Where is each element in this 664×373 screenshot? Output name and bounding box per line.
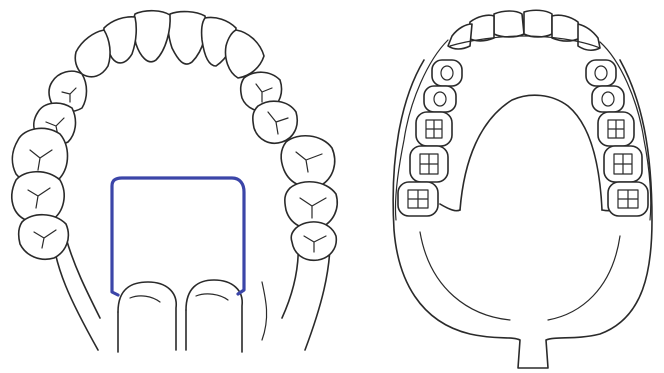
denture-lateral-incisor-right: [552, 15, 580, 41]
tooth-central-incisor-left: [168, 12, 206, 65]
denture-palate-arch: [460, 95, 602, 210]
denture-central-incisor-right: [524, 10, 552, 37]
tooth-canine-right: [226, 30, 265, 78]
denture-central-incisor-left: [494, 11, 524, 37]
denture-right-posterior-teeth: [586, 60, 648, 216]
tissue-fold-3: [262, 282, 267, 340]
denture-left-posterior-teeth: [398, 60, 462, 216]
tooth-molar-1-right: [281, 136, 334, 187]
tooth-central-incisor-right: [133, 11, 170, 62]
left-tissue-lobe: [118, 282, 176, 350]
denture-flange-line: [420, 232, 620, 320]
highlight-region-box: [112, 178, 244, 295]
right-tissue-lobe: [186, 280, 242, 352]
tooth-molar-3-left: [19, 215, 69, 260]
tooth-canine-left: [75, 30, 110, 77]
denture-premolar-1-left: [432, 60, 462, 86]
denture-premolar-2-right: [592, 86, 624, 112]
right-denture-panel: [393, 10, 652, 368]
left-arch-panel: [12, 11, 337, 352]
denture-premolar-2-left: [424, 86, 456, 112]
left-inner-gum-line: [66, 238, 100, 318]
denture-premolar-1-right: [586, 60, 616, 86]
tooth-premolar-2-right: [253, 101, 297, 143]
tissue-fold-2: [196, 294, 228, 300]
tooth-molar-3-right: [291, 222, 336, 260]
tissue-fold-1: [130, 296, 160, 302]
